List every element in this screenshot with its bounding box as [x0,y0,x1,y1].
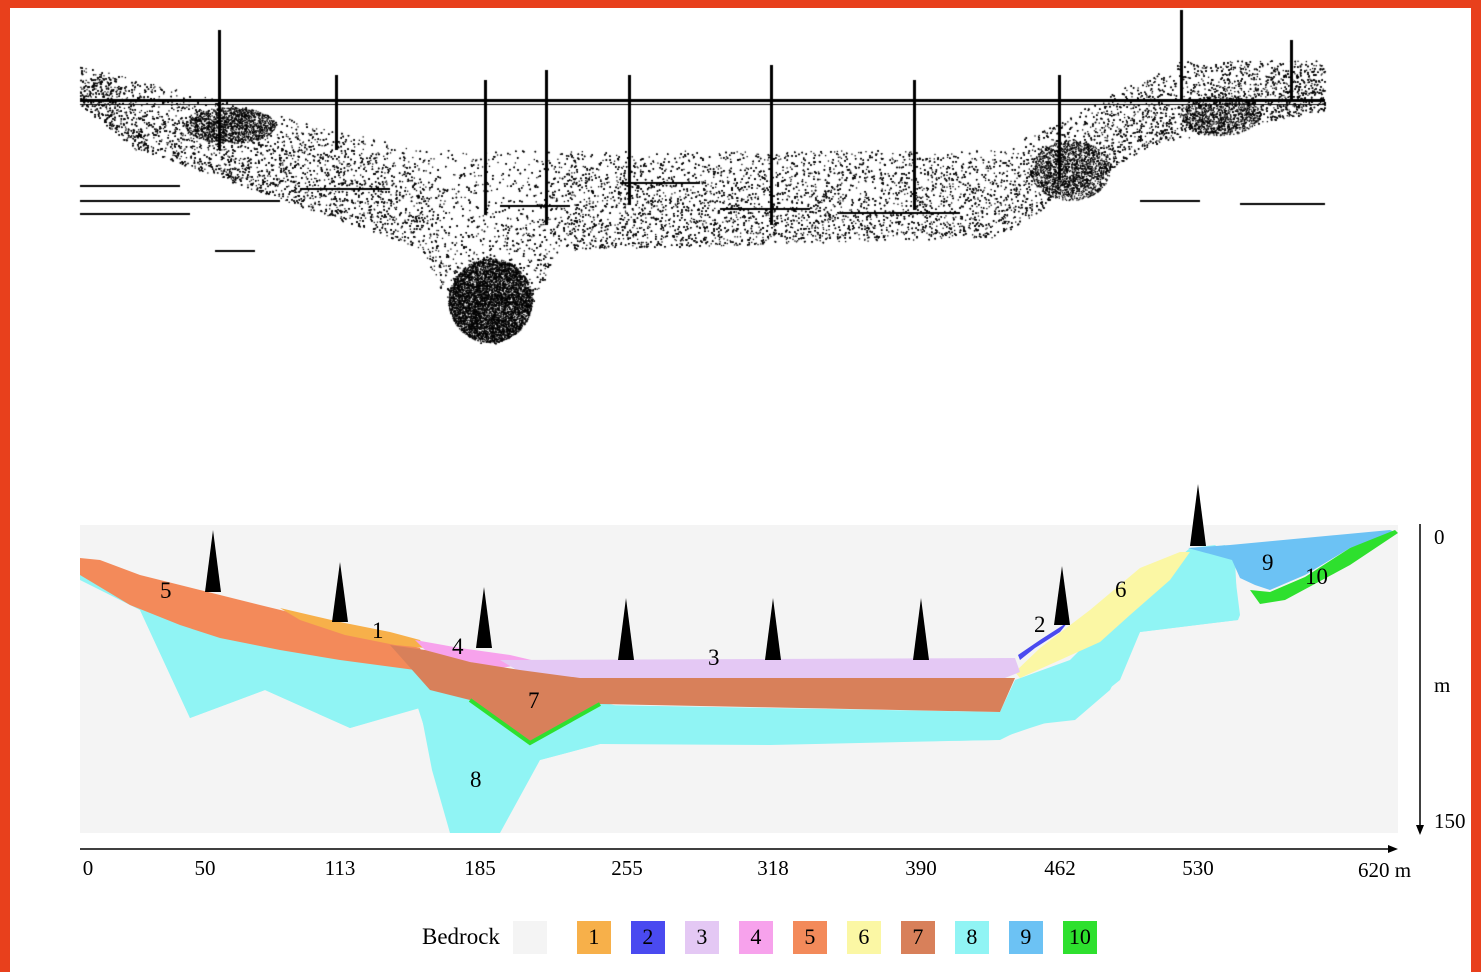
legend-swatch-10: 10 [1062,920,1097,954]
well-marker [765,598,781,660]
well-marker [476,587,492,648]
x-tick-label: 318 [757,856,789,880]
well-marker [1054,566,1070,625]
zone-label-3: 3 [708,645,720,670]
zone-6-area [1015,552,1190,678]
well-marker [1190,484,1206,546]
y-axis-bottom-label: 150 [1434,809,1466,833]
x-tick-label: 530 [1182,856,1214,880]
x-tick-label: 185 [464,856,496,880]
well-marker [205,530,221,592]
zone-9-area [1188,530,1395,590]
legend-bedrock-label: Bedrock [422,924,500,949]
zone-label-10: 10 [1305,564,1328,589]
legend-swatch-9: 9 [1008,920,1043,954]
zone-label-9: 9 [1262,550,1274,575]
zone-label-4: 4 [452,634,464,659]
y-axis-top-label: 0 [1434,525,1445,549]
x-axis-ticks: 0 50 113 185 255 318 390 462 530 [83,856,1214,880]
x-tick-label: 50 [195,856,216,880]
zone-1-area [280,608,425,648]
legend-swatch-6: 6 [846,920,881,954]
well-markers [205,484,1206,660]
well-marker [618,598,634,660]
x-tick-label: 390 [905,856,937,880]
legend-swatch-8: 8 [954,920,989,954]
x-tick-label: 255 [611,856,643,880]
zone-label-7: 7 [528,688,540,713]
x-tick-label: 462 [1044,856,1076,880]
zone-5-area [80,558,430,672]
y-axis-arrow [1416,825,1424,835]
y-axis-unit-label: m [1434,673,1450,697]
x-axis-arrow [1388,845,1398,853]
x-tick-label: 113 [325,856,356,880]
legend-swatch-2: 2 [630,920,665,954]
x-tick-label: 0 [83,856,94,880]
legend: Bedrock 1 2 3 4 5 6 7 8 9 10 [422,920,1117,954]
legend-swatch-1: 1 [576,920,611,954]
zone-3-area [500,658,1020,678]
point-cloud-profile [0,0,1481,380]
well-marker [913,598,929,660]
zone-2-area [1018,622,1068,660]
zone-label-1: 1 [372,618,384,643]
zone-10-area [1250,530,1398,604]
legend-bedrock-swatch [512,920,547,954]
zone-label-6: 6 [1115,577,1127,602]
legend-swatch-5: 5 [792,920,827,954]
legend-swatch-4: 4 [738,920,773,954]
zone-7-area [390,645,1015,743]
geological-cross-section: 5 1 4 3 7 8 2 6 9 10 0 50 113 185 255 318 390 4… [80,484,1466,882]
well-marker [332,562,348,622]
zone-label-8: 8 [470,767,482,792]
legend-swatch-7: 7 [900,920,935,954]
zone-7-green-seam [468,698,601,746]
zone-8-left [80,545,1238,833]
x-axis-end-label: 620 m [1358,858,1411,882]
zone-label-2: 2 [1034,612,1046,637]
legend-swatch-3: 3 [684,920,719,954]
zone-label-5: 5 [160,578,172,603]
